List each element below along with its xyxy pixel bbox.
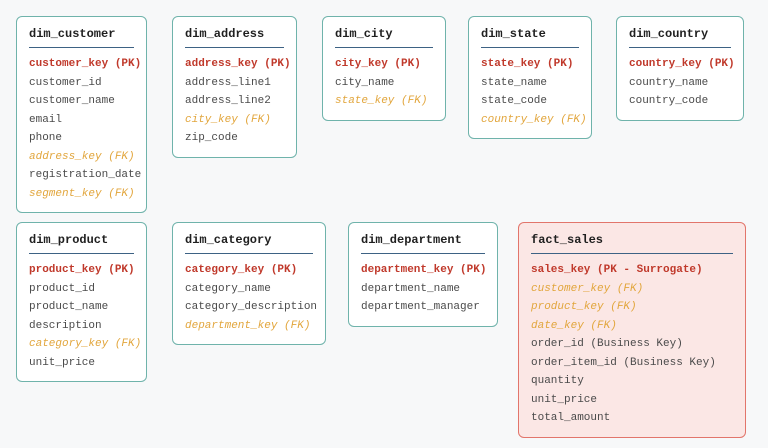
field-list: sales_key (PK - Surrogate) customer_key (… (531, 259, 739, 428)
field-city_name: city_name (335, 76, 395, 89)
entity-table-dim_department: dim_department department_key (PK)depart… (348, 222, 498, 327)
field-customer_key: customer_key (FK) (531, 282, 644, 295)
field-department_key: department_key (FK) (185, 319, 311, 332)
field-city_key: city_key (FK) (185, 113, 271, 126)
field-phone: phone (29, 132, 63, 144)
field-list: category_key (PK) category_name category_d… (185, 259, 319, 335)
entity-table-dim_city: dim_city city_key (PK) city_name state_key… (322, 16, 446, 121)
field-product_key: product_key (PK) (29, 264, 135, 276)
field-total_amount: total_amount (531, 412, 611, 424)
title-divider (335, 47, 433, 48)
table-title: dim_category (185, 233, 272, 247)
title-divider (29, 253, 134, 254)
field-address_key: address_key (FK) (29, 150, 135, 163)
field-list: address_key (PK) address_line1 address_lin… (185, 53, 291, 148)
entity-table-dim_category: dim_category category_key (PK) category_n… (172, 222, 326, 345)
field-department_name: department_name (361, 282, 461, 295)
field-country_name: country_name (629, 76, 709, 89)
field-quantity: quantity (531, 375, 584, 387)
field-product_name: product_name (29, 301, 109, 313)
title-divider (185, 47, 284, 48)
field-country_key: country_key (FK) (481, 113, 587, 126)
table-title: dim_address (185, 27, 265, 41)
field-unit_price: unit_price (531, 393, 598, 406)
field-department_key: department_key (PK) (361, 264, 487, 276)
field-country_key: country_key (PK) (629, 58, 735, 70)
title-divider (361, 253, 485, 254)
field-list: customer_key (PK) customer_id customer_nam… (29, 53, 142, 203)
field-state_code: state_code (481, 95, 548, 107)
field-customer_name: customer_name (29, 95, 115, 107)
title-divider (185, 253, 313, 254)
field-category_key: category_key (PK) (185, 264, 298, 276)
field-registration_date: registration_date (29, 169, 142, 181)
entity-table-fact_sales: fact_sales sales_key (PK - Surrogate) cus… (518, 222, 746, 438)
field-order_item_id: order_item_id (Business Key) (531, 356, 716, 369)
title-divider (629, 47, 731, 48)
field-list: country_key (PK) country_name country_code (629, 53, 737, 111)
table-title: dim_product (29, 233, 109, 247)
field-address_line1: address_line1 (185, 76, 271, 89)
field-date_key: date_key (FK) (531, 319, 617, 332)
title-divider (29, 47, 134, 48)
entity-table-dim_customer: dim_customer customer_key (PK) customer_i… (16, 16, 147, 213)
title-divider (481, 47, 579, 48)
field-product_key: product_key (FK) (531, 301, 637, 313)
field-city_key: city_key (PK) (335, 58, 421, 70)
field-state_name: state_name (481, 76, 548, 89)
field-product_id: product_id (29, 282, 96, 295)
field-sales_key: sales_key (PK - Surrogate) (531, 264, 703, 276)
field-state_key: state_key (PK) (481, 58, 574, 70)
field-description: description (29, 319, 102, 332)
table-title: dim_department (361, 233, 462, 247)
field-list: city_key (PK) city_name state_key (FK) (335, 53, 439, 111)
entity-table-dim_country: dim_country country_key (PK) country_name… (616, 16, 744, 121)
table-title: fact_sales (531, 233, 604, 247)
field-segment_key: segment_key (FK) (29, 187, 135, 200)
title-divider (531, 253, 733, 254)
field-address_line2: address_line2 (185, 95, 271, 107)
field-state_key: state_key (FK) (335, 95, 428, 107)
field-order_id: order_id (Business Key) (531, 338, 683, 350)
table-title: dim_customer (29, 27, 116, 41)
field-address_key: address_key (PK) (185, 58, 291, 70)
entity-table-dim_address: dim_address address_key (PK) address_line… (172, 16, 297, 158)
field-department_manager: department_manager (361, 301, 480, 313)
field-category_description: category_description (185, 301, 318, 313)
field-category_key: category_key (FK) (29, 338, 142, 350)
table-title: dim_country (629, 27, 709, 41)
field-customer_id: customer_id (29, 76, 102, 89)
table-title: dim_state (481, 27, 546, 41)
field-country_code: country_code (629, 95, 709, 107)
table-title: dim_city (335, 27, 393, 41)
field-email: email (29, 113, 63, 126)
field-category_name: category_name (185, 282, 271, 295)
field-zip_code: zip_code (185, 132, 238, 144)
field-customer_key: customer_key (PK) (29, 58, 142, 70)
field-unit_price: unit_price (29, 356, 96, 369)
